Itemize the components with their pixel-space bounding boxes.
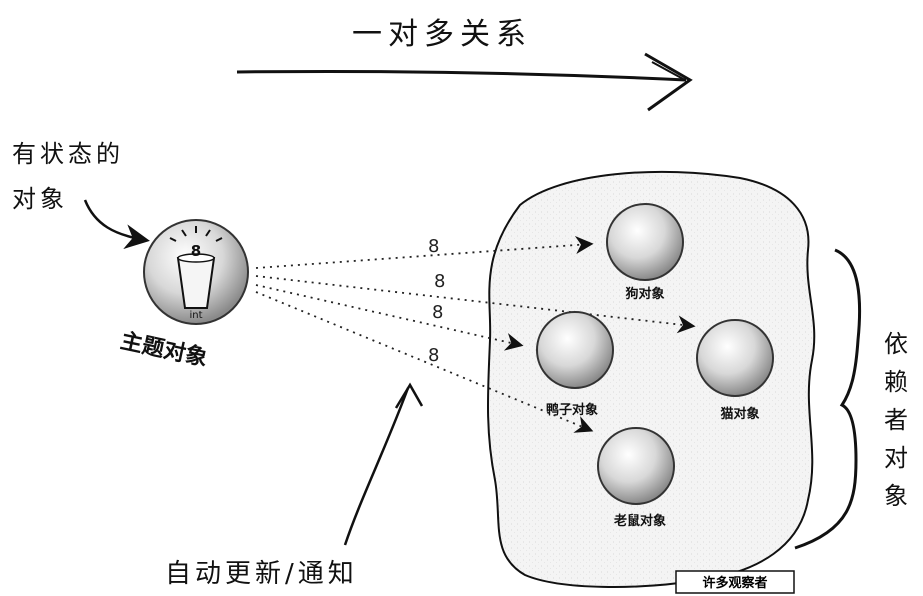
observer-cat-label: 猫对象 bbox=[720, 406, 759, 422]
diagram-title: 一对多关系 bbox=[352, 17, 532, 52]
auto-update-arrowhead bbox=[394, 382, 424, 409]
message-duck: 8 bbox=[432, 302, 443, 323]
one-to-many-arrow bbox=[236, 52, 693, 112]
observer-duck-label: 鸭子对象 bbox=[546, 402, 598, 418]
observer-duck: 鸭子对象 bbox=[536, 311, 614, 418]
observer-mouse: 老鼠对象 bbox=[597, 427, 675, 529]
dependents-char-4: 对 bbox=[884, 444, 908, 472]
shine-icon bbox=[169, 226, 223, 242]
subject-value: 8 bbox=[191, 242, 201, 260]
stateful-object-label: 有状态的 对象 bbox=[12, 140, 124, 213]
subject-label: 主题对象 bbox=[118, 328, 209, 372]
stateful-arrow bbox=[83, 199, 150, 250]
dependents-char-2: 赖 bbox=[884, 368, 908, 396]
dependents-brace bbox=[794, 248, 862, 550]
many-observers-box: 许多观察者 bbox=[675, 570, 795, 594]
message-dog: 8 bbox=[428, 236, 439, 257]
dependents-char-1: 依 bbox=[884, 330, 908, 358]
dependents-label: 依 赖 者 对 象 bbox=[884, 330, 908, 510]
arrow-to-mouse bbox=[255, 291, 594, 433]
subject-type: int bbox=[189, 310, 202, 321]
observer-cat: 猫对象 bbox=[696, 319, 774, 422]
observer-mouse-label: 老鼠对象 bbox=[613, 513, 666, 529]
observer-dog: 狗对象 bbox=[606, 203, 684, 302]
many-observers-label: 许多观察者 bbox=[702, 575, 767, 591]
arrow-to-duck bbox=[255, 284, 524, 351]
dependents-char-5: 象 bbox=[884, 482, 908, 510]
message-mouse: 8 bbox=[428, 345, 439, 366]
cup-icon bbox=[176, 253, 216, 309]
stateful-line-2: 对象 bbox=[12, 185, 68, 213]
arrow-to-cat bbox=[255, 275, 696, 334]
auto-update-label: 自动更新/通知 bbox=[165, 559, 358, 589]
stateful-line-1: 有状态的 bbox=[12, 140, 124, 168]
message-cat: 8 bbox=[434, 271, 445, 292]
dependents-char-3: 者 bbox=[884, 406, 908, 434]
observers-cloud bbox=[486, 170, 816, 588]
notification-arrows bbox=[255, 236, 696, 433]
auto-update-arrow bbox=[343, 387, 410, 546]
subject-object: 8 int bbox=[143, 219, 249, 325]
observer-dog-label: 狗对象 bbox=[625, 286, 664, 302]
